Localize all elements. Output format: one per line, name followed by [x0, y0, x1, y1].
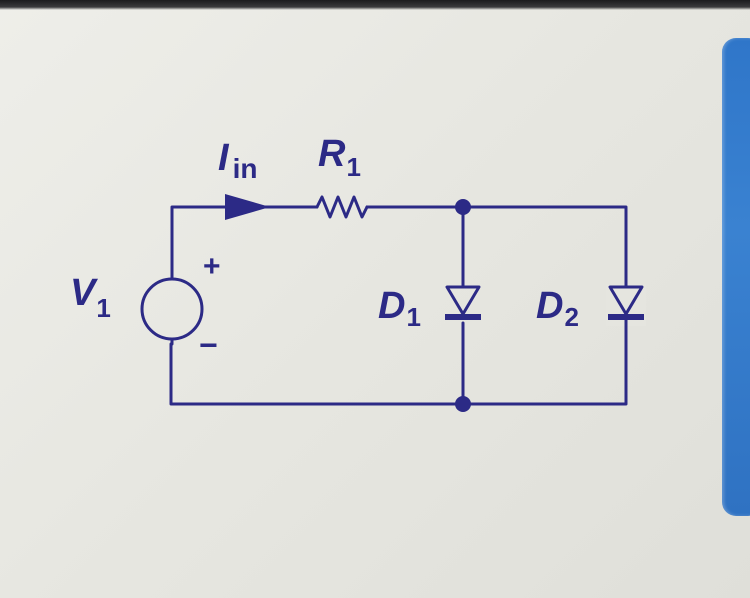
diode2-label: D2 [536, 285, 579, 332]
source-label: V1 [70, 272, 111, 323]
resistor-r1 [315, 195, 369, 219]
current-arrow [225, 194, 270, 220]
voltage-source-v1 [140, 277, 204, 341]
resistor-label: R1 [318, 133, 361, 182]
junction-top [455, 199, 471, 215]
minus-sign: − [199, 327, 218, 363]
diode-d2 [606, 284, 646, 326]
monitor-bezel [0, 0, 750, 10]
wire-top-right [169, 205, 628, 406]
diode1-label: D1 [378, 285, 421, 332]
side-panel [722, 38, 750, 516]
wire-top-left [170, 205, 319, 273]
diode-d1 [445, 285, 481, 320]
plus-sign: + [203, 250, 221, 283]
junction-bottom [455, 396, 471, 412]
